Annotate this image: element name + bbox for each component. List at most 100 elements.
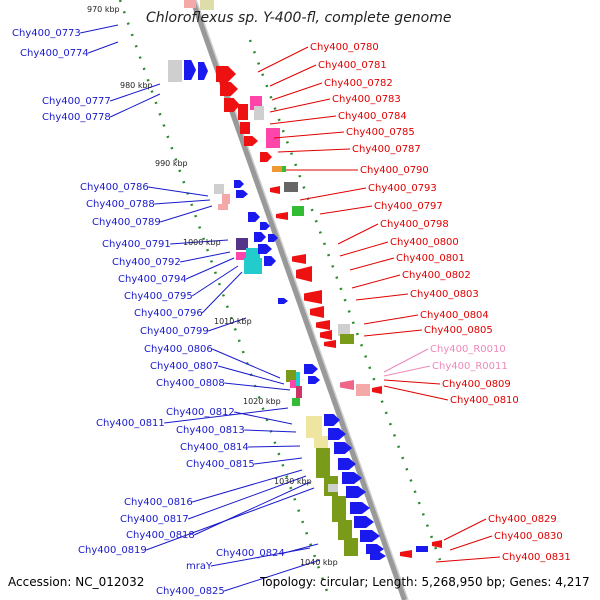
right-leader-line	[269, 115, 337, 125]
left-gene-label: Chy400_0824	[216, 548, 285, 559]
right-gene-label: Chy400_0790	[360, 165, 429, 176]
scale-mark-label: 1010 kbp	[214, 317, 252, 326]
right-gene-label: Chy400_0801	[396, 253, 465, 264]
left-leader-line	[284, 543, 319, 554]
gene-arrow	[260, 152, 272, 162]
right-gene-label: Chy400_0787	[352, 144, 421, 155]
gene-arrow	[268, 234, 278, 242]
right-leader-line	[277, 148, 351, 153]
gene-block	[338, 520, 352, 540]
scale-mark-label: 1040 kbp	[300, 558, 338, 567]
right-leader-line	[435, 556, 501, 563]
gene-arrow	[304, 290, 322, 304]
left-gene-label: Chy400_0777	[42, 96, 111, 107]
gene-arrow	[324, 340, 336, 348]
gene-arrow	[338, 458, 356, 470]
gene-arrow	[304, 364, 318, 374]
left-leader-line	[146, 487, 315, 551]
left-leader-line	[193, 481, 311, 536]
left-leader-line	[180, 251, 231, 263]
left-gene-label: Chy400_0812	[166, 407, 235, 418]
right-gene-label: Chy400_0802	[402, 270, 471, 281]
right-gene-label: Chy400_0797	[374, 201, 443, 212]
right-gene-label: Chy400_0830	[494, 531, 563, 542]
right-gene-label: Chy400_0785	[346, 127, 415, 138]
accession-text: Accession: NC_012032	[8, 575, 144, 589]
gene-block	[184, 0, 196, 8]
gene-arrow	[308, 376, 320, 384]
right-leader-line	[383, 385, 449, 401]
left-leader-line	[218, 365, 285, 385]
left-gene-label: Chy400_0774	[20, 48, 89, 59]
right-gene-label: Chy400_0829	[488, 514, 557, 525]
left-leader-line	[80, 24, 119, 34]
gene-block	[344, 538, 358, 556]
gene-arrow	[220, 82, 238, 96]
left-gene-label: Chy400_0792	[112, 257, 181, 268]
gene-block	[328, 484, 338, 492]
right-dotted-track	[248, 39, 442, 561]
right-gene-label: Chy400_0780	[310, 42, 379, 53]
left-leader-line	[248, 445, 301, 448]
left-gene-label: Chy400_0794	[118, 274, 187, 285]
right-gene-label: Chy400_R0010	[430, 344, 506, 355]
gene-block	[254, 106, 264, 120]
gene-arrow	[236, 190, 248, 198]
right-leader-line	[271, 82, 323, 101]
gene-block	[292, 398, 300, 406]
left-leader-line	[234, 411, 293, 425]
left-gene-label: Chy400_0808	[156, 378, 225, 389]
left-leader-line	[212, 348, 281, 379]
gene-arrow	[354, 516, 374, 528]
right-leader-line	[273, 131, 345, 139]
right-gene-label: Chy400_0798	[380, 219, 449, 230]
left-leader-line	[244, 429, 297, 433]
right-leader-line	[355, 293, 409, 301]
gene-block	[284, 182, 298, 192]
left-gene-label: Chy400_0778	[42, 112, 111, 123]
gene-arrow	[366, 544, 384, 554]
gene-block	[218, 204, 228, 210]
gene-arrow	[224, 98, 240, 112]
left-gene-label: Chy400_0814	[180, 442, 249, 453]
left-gene-label: Chy400_0795	[124, 291, 193, 302]
gene-arrow	[254, 232, 266, 242]
gene-arrow	[234, 180, 244, 188]
gene-block	[236, 238, 248, 250]
gene-block	[314, 436, 328, 448]
gene-arrow	[216, 66, 236, 82]
gene-arrow	[328, 428, 346, 440]
gene-arrow	[260, 222, 270, 230]
right-leader-line	[383, 379, 441, 385]
right-gene-label: Chy400_0804	[420, 310, 489, 321]
left-gene-label: Chy400_0817	[120, 514, 189, 525]
left-gene-label: Chy400_0818	[126, 530, 195, 541]
left-gene-label: Chy400_0806	[144, 344, 213, 355]
gene-features	[168, 0, 442, 560]
right-leader-line	[363, 314, 419, 325]
right-leader-line	[449, 535, 493, 551]
right-leader-line	[349, 257, 395, 271]
gene-arrow	[350, 502, 370, 514]
right-gene-label: Chy400_0781	[318, 60, 387, 71]
right-leader-line	[339, 241, 389, 257]
gene-arrow	[316, 320, 330, 330]
left-gene-label: Chy400_0807	[150, 361, 219, 372]
left-leader-line	[188, 475, 307, 520]
left-leader-line	[208, 317, 247, 332]
left-leader-line	[201, 271, 243, 314]
right-gene-label: Chy400_0803	[410, 289, 479, 300]
gene-block	[246, 248, 260, 260]
right-leader-line	[363, 329, 423, 337]
left-gene-label: mraY	[186, 561, 213, 572]
left-leader-line	[170, 239, 229, 245]
gene-arrow	[334, 442, 352, 454]
left-gene-label: Chy400_0815	[186, 459, 255, 470]
gene-block	[244, 258, 262, 274]
left-leader-line	[254, 457, 303, 465]
left-leader-line	[185, 257, 235, 280]
left-leader-line	[224, 382, 291, 391]
right-gene-label: Chy400_0782	[324, 78, 393, 89]
gene-arrow	[372, 386, 382, 394]
